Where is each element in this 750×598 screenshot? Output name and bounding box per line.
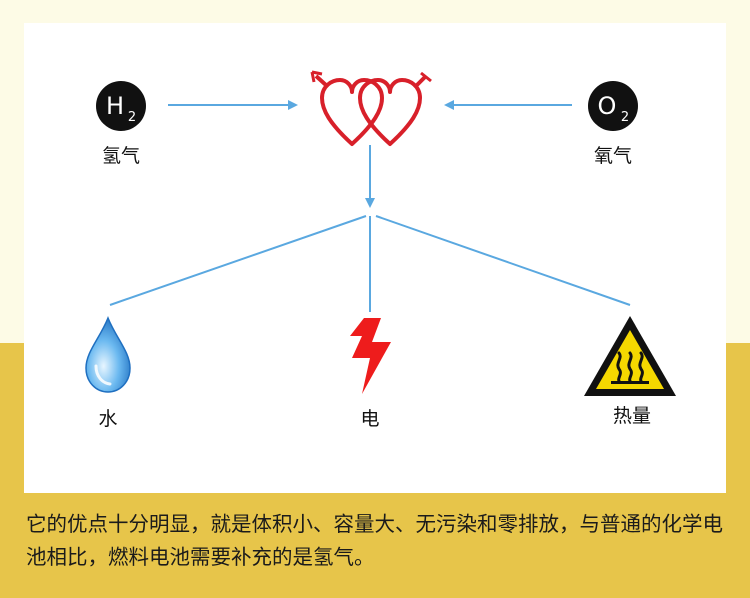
hydrogen-label: 氢气 xyxy=(101,145,141,167)
branch-line-water xyxy=(109,215,367,306)
heat-label: 热量 xyxy=(612,405,652,427)
water-label: 水 xyxy=(98,408,118,430)
intertwined-hearts-icon xyxy=(310,70,432,146)
hydrogen-molecule-icon: H 2 xyxy=(96,81,146,131)
svg-text:O: O xyxy=(598,92,617,120)
svg-text:2: 2 xyxy=(621,110,629,125)
electricity-label: 电 xyxy=(360,408,380,430)
oxygen-molecule-icon: O 2 xyxy=(588,81,638,131)
oxygen-label: 氧气 xyxy=(593,145,633,167)
svg-text:H: H xyxy=(106,92,124,120)
svg-text:2: 2 xyxy=(128,110,136,125)
lightning-bolt-icon xyxy=(350,318,391,394)
water-drop-icon xyxy=(85,315,131,393)
heat-warning-icon xyxy=(584,316,676,396)
branch-line-heat xyxy=(375,215,631,306)
caption-text: 它的优点十分明显，就是体积小、容量大、无污染和零排放，与普通的化学电池相比，燃料… xyxy=(26,512,723,569)
